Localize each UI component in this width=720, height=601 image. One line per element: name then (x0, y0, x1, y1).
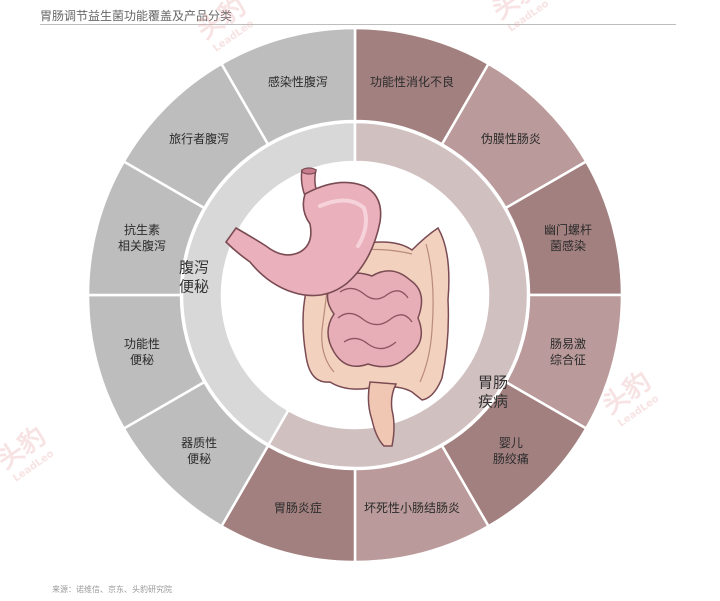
category-label-line: 便秘 (179, 278, 209, 296)
source-note: 来源：诺维信、京东、头豹研究院 (52, 585, 172, 594)
segment-label-0: 功能性消化不良 (370, 74, 454, 89)
segment-label-9: 抗生素相关腹泻 (118, 222, 166, 253)
small-intestine-shape (326, 270, 423, 368)
rectum-shape (367, 381, 398, 447)
category-label-line: 腹泻 (179, 259, 209, 277)
title-divider (40, 24, 676, 25)
small-intestine-coils (337, 287, 413, 350)
segment-label-6: 胃肠炎症 (274, 500, 322, 515)
label-layer: 功能性消化不良伪膜性肠炎幽门螺杆菌感染肠易激综合征婴儿肠绞痛坏死性小肠结肠炎胃肠… (118, 74, 592, 515)
segment-label-8: 功能性便秘 (124, 337, 160, 367)
segment-label-4: 婴儿肠绞痛 (493, 436, 529, 466)
stomach-shape (224, 181, 382, 297)
segment-label-7: 器质性便秘 (181, 436, 217, 466)
segment-label-line: 综合征 (550, 352, 586, 367)
segment-label-line: 便秘 (130, 353, 154, 367)
segment-label-line: 便秘 (187, 452, 211, 466)
segment-label-line: 伪膜性肠炎 (481, 132, 541, 146)
segment-label-line: 菌感染 (550, 238, 586, 253)
segment-label-line: 感染性腹泻 (268, 74, 328, 89)
segment-label-line: 抗生素 (124, 222, 160, 237)
segment-label-line: 婴儿 (499, 436, 523, 450)
segment-label-line: 坏死性小肠结肠炎 (364, 501, 460, 515)
category-label-line: 胃肠 (478, 374, 508, 392)
category-label-0: 腹泻便秘 (179, 259, 209, 296)
segment-label-line: 相关腹泻 (118, 239, 166, 253)
segment-label-line: 肠易激 (550, 337, 586, 351)
category-label-1: 胃肠疾病 (478, 374, 508, 411)
category-label-line: 疾病 (478, 393, 508, 411)
segment-label-1: 伪膜性肠炎 (481, 132, 541, 146)
segment-label-line: 功能性消化不良 (370, 74, 454, 89)
segment-label-5: 坏死性小肠结肠炎 (364, 501, 460, 515)
esophagus-opening (301, 167, 317, 175)
segment-label-3: 肠易激综合征 (550, 337, 586, 367)
digestive-organs-illustration (224, 167, 450, 447)
segment-label-11: 感染性腹泻 (268, 74, 328, 89)
stomach-highlight (318, 198, 368, 248)
segment-label-line: 胃肠炎症 (274, 500, 322, 515)
segment-label-10: 旅行者腹泻 (169, 132, 229, 146)
segment-label-2: 幽门螺杆菌感染 (544, 222, 592, 253)
chart-title: 胃肠调节益生菌功能覆盖及产品分类 (40, 9, 233, 23)
segment-label-line: 肠绞痛 (493, 451, 529, 466)
segment-label-line: 幽门螺杆 (544, 222, 592, 237)
segment-label-line: 旅行者腹泻 (169, 132, 229, 146)
segment-label-line: 器质性 (181, 436, 217, 450)
segment-label-line: 功能性 (124, 337, 160, 351)
